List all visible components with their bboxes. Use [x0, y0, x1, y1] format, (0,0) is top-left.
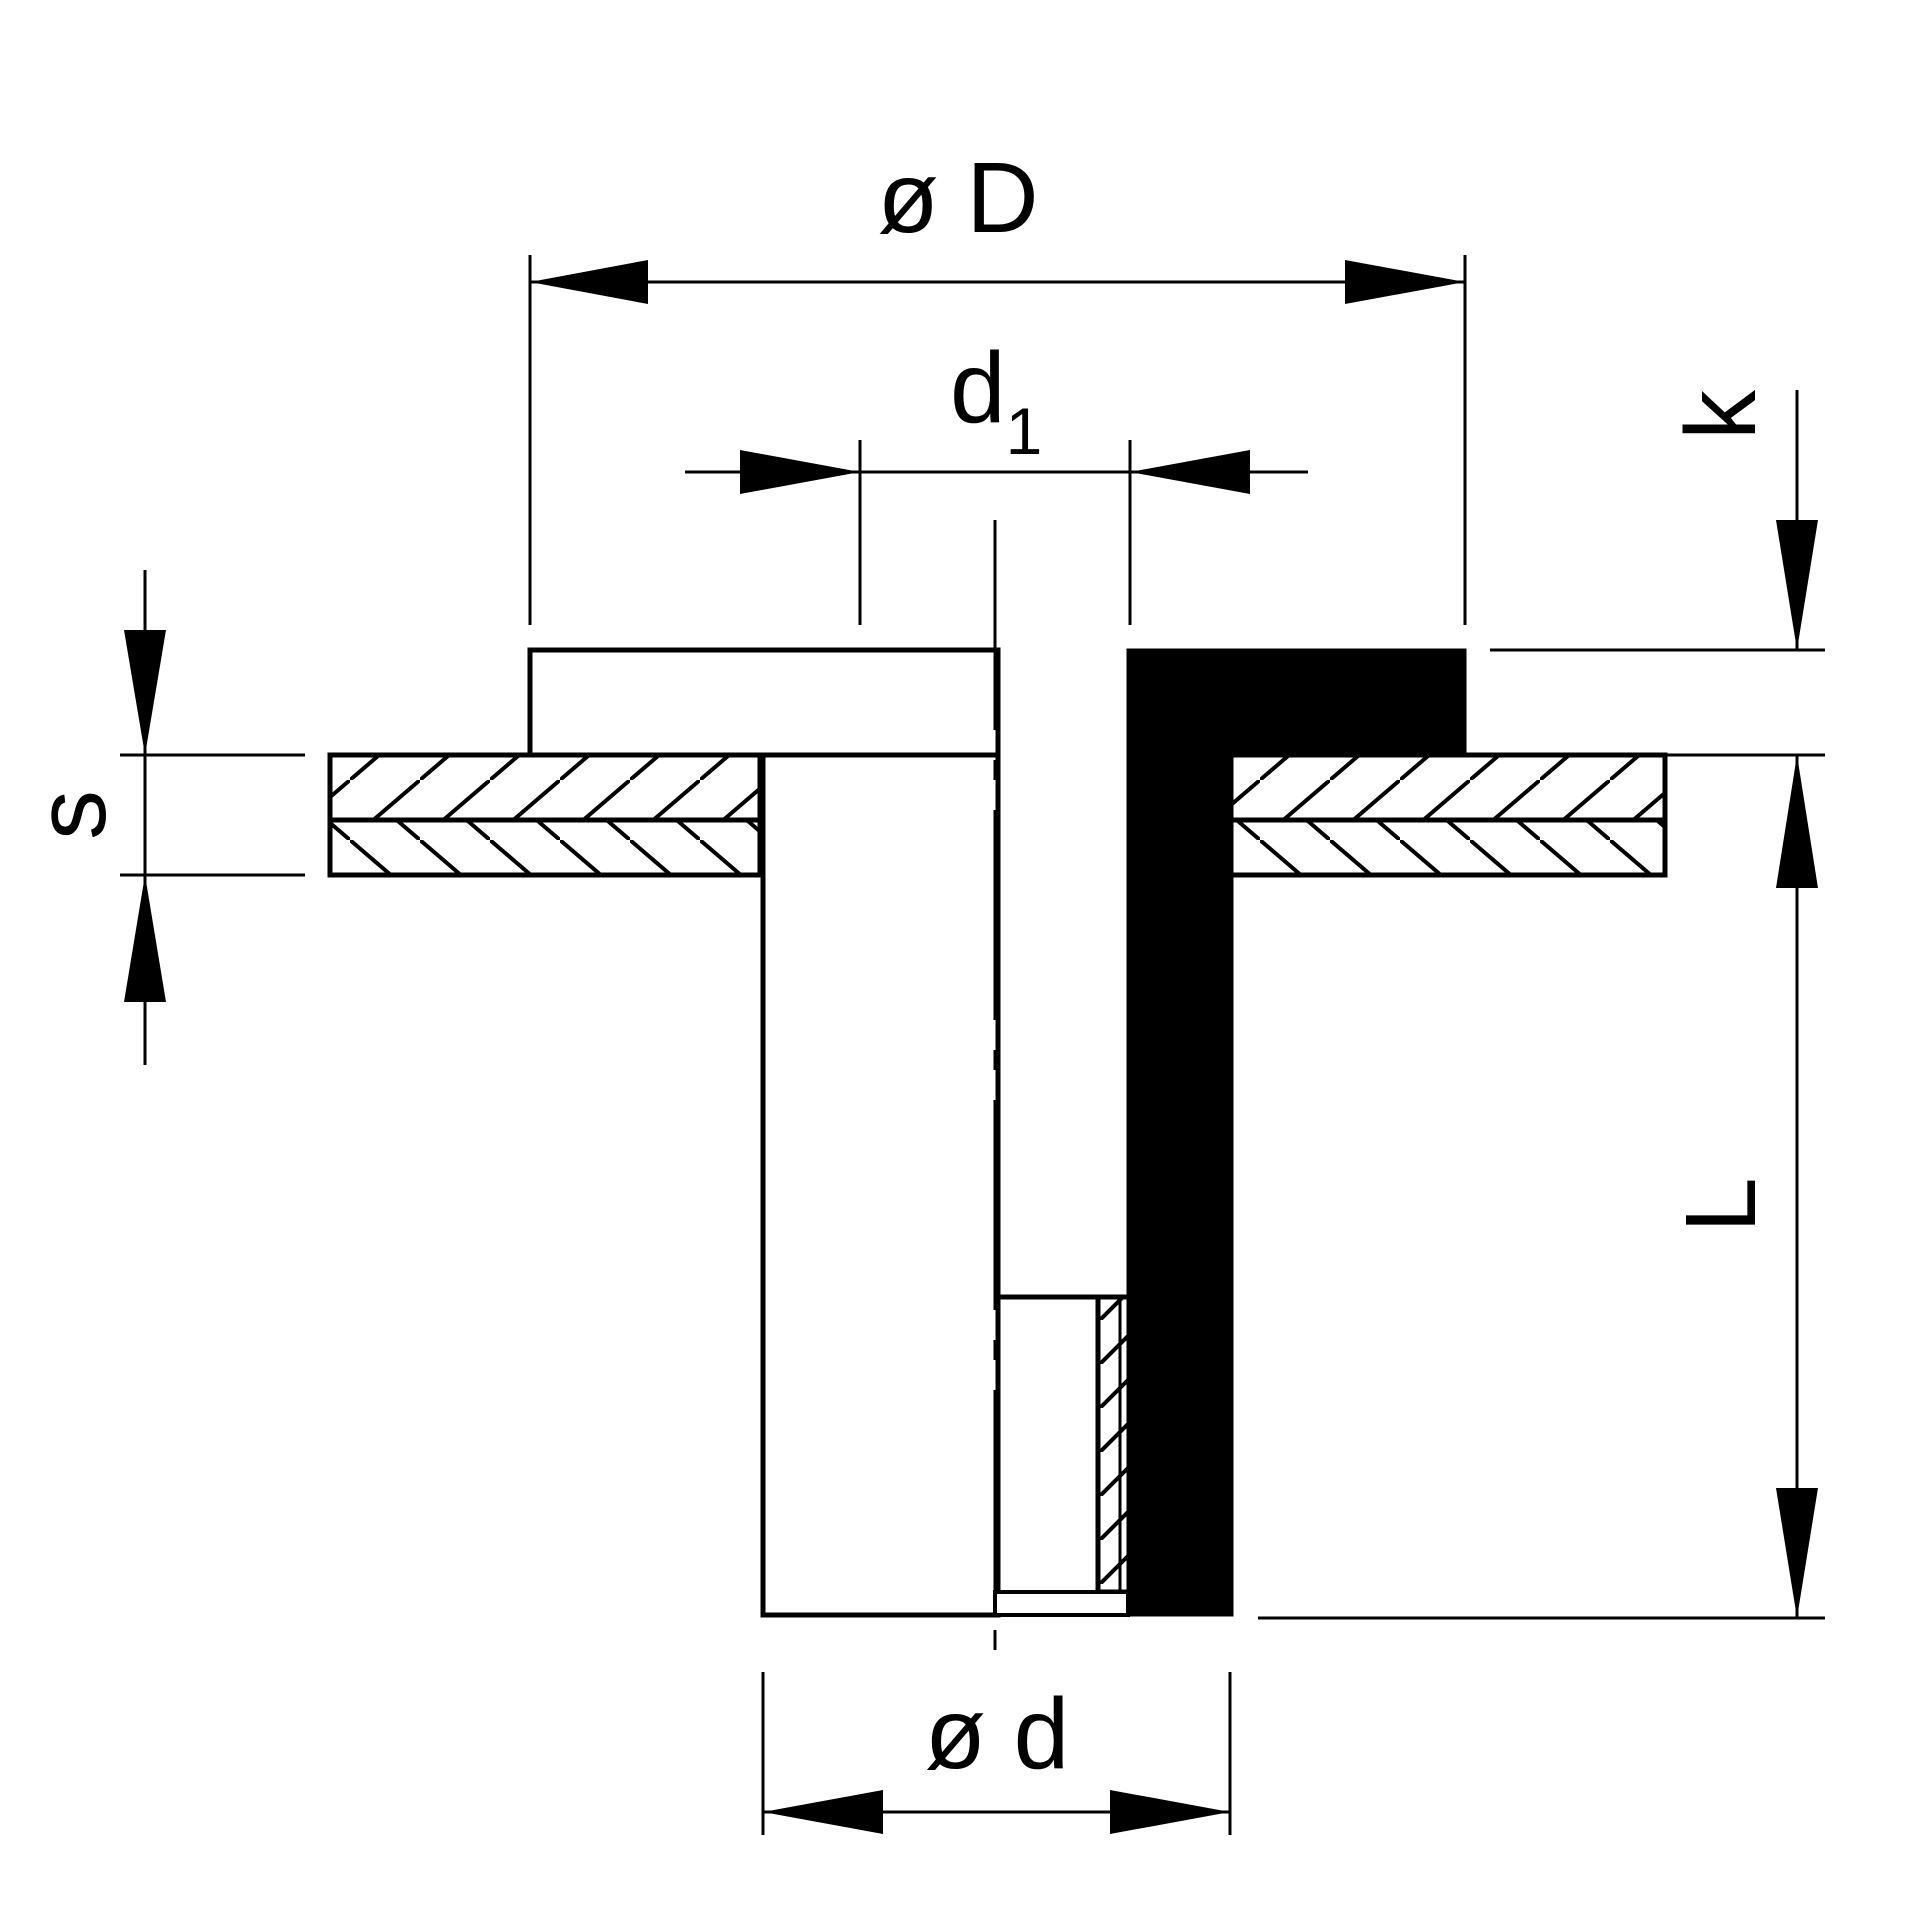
- plate-lower-left: [327, 817, 763, 878]
- arrowhead-down: [124, 630, 166, 755]
- insert-notch: [1165, 1395, 1190, 1495]
- bore-bottom-gap: [993, 1590, 1130, 1617]
- label-inner-diameter: d1: [950, 332, 1042, 468]
- arrowhead-up: [124, 875, 166, 1002]
- label-thickness: s: [15, 790, 127, 840]
- arrowhead-left: [530, 260, 648, 304]
- label-d-subscript: 1: [1006, 394, 1043, 468]
- label-head-height: k: [1665, 389, 1777, 440]
- arrowhead-down: [1776, 1488, 1818, 1618]
- arrowhead-left: [763, 1790, 883, 1834]
- dimension-thickness: s: [15, 570, 305, 1065]
- rivet-head-left: [527, 647, 1001, 758]
- dimension-length: L: [1258, 755, 1825, 1620]
- plate-lower-right: [1227, 817, 1668, 878]
- dimension-bore-diameter: ø d: [761, 1672, 1232, 1835]
- rivet-body: [527, 647, 1467, 1618]
- dimension-inner-diameter: d1: [685, 332, 1308, 625]
- arrowhead-down: [1776, 520, 1818, 650]
- arrowhead-up: [1776, 755, 1818, 888]
- arrowhead-left: [740, 450, 860, 494]
- rivet-shank-left: [760, 752, 1001, 1618]
- label-length: L: [1665, 1177, 1777, 1233]
- plate-upper-left: [327, 752, 763, 823]
- arrowhead-right: [1130, 450, 1250, 494]
- label-bore-diameter: ø d: [925, 1678, 1069, 1790]
- rivet-section-solid: [1126, 648, 1467, 1617]
- label-outer-diameter: ø D: [877, 142, 1038, 254]
- plate-upper-right: [1227, 752, 1668, 823]
- arrowhead-right: [1110, 1790, 1230, 1834]
- arrowhead-right: [1345, 260, 1465, 304]
- label-d: d: [950, 332, 1006, 444]
- dimension-outer-diameter: ø D: [528, 142, 1467, 625]
- dimension-head-height: k: [1490, 389, 1825, 757]
